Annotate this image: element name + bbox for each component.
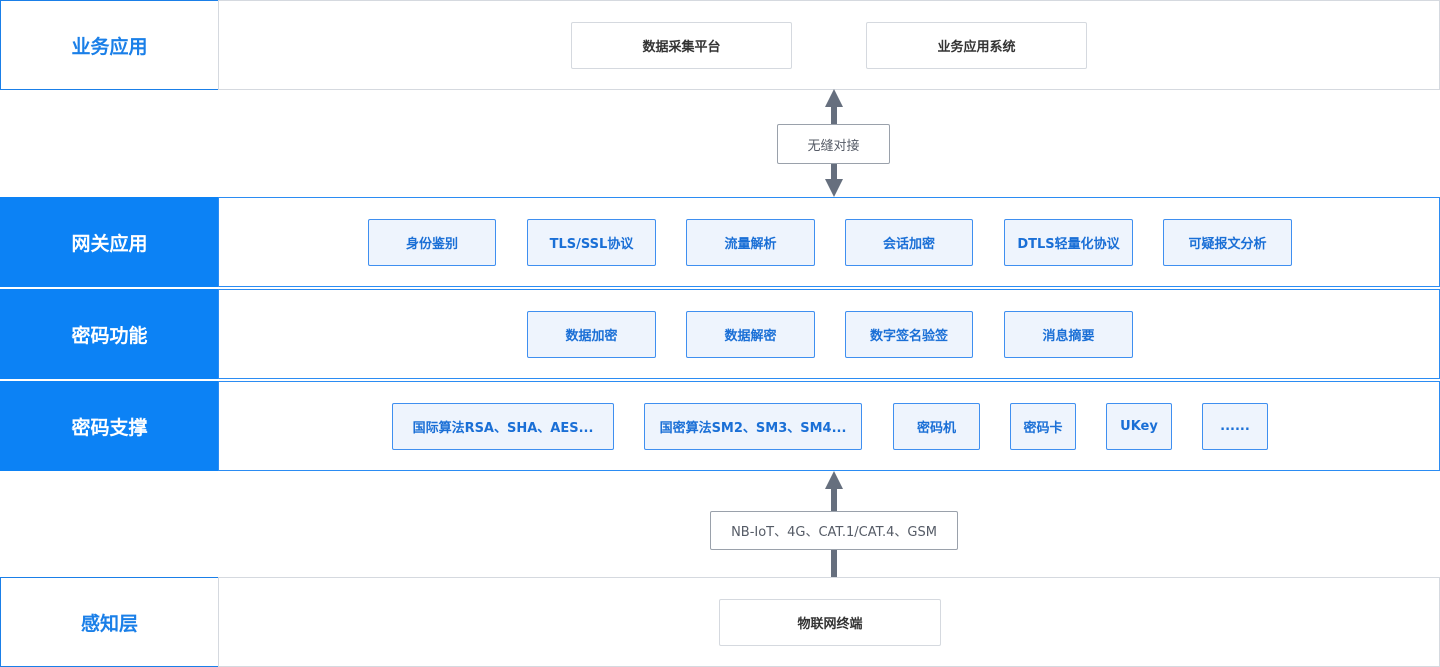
item-data-collection-platform: 数据采集平台	[571, 22, 792, 69]
layer-gateway: 网关应用 身份鉴别 TLS/SSL协议 流量解析 会话加密 DTLS轻量化协议 …	[0, 197, 1440, 287]
item-session-encryption: 会话加密	[845, 219, 973, 266]
layer-label-crypto-function: 密码功能	[0, 289, 219, 379]
item-message-digest: 消息摘要	[1004, 311, 1133, 358]
item-ukey: UKey	[1106, 403, 1172, 450]
arrow-up-head	[825, 471, 843, 489]
layer-content-business: 数据采集平台 业务应用系统	[218, 0, 1440, 90]
item-digital-signature: 数字签名验签	[845, 311, 973, 358]
item-iot-terminal: 物联网终端	[719, 599, 941, 646]
connector-network-protocols: NB-IoT、4G、CAT.1/CAT.4、GSM	[710, 511, 958, 550]
layer-crypto-function: 密码功能 数据加密 数据解密 数字签名验签 消息摘要	[0, 289, 1440, 379]
layer-content-gateway: 身份鉴别 TLS/SSL协议 流量解析 会话加密 DTLS轻量化协议 可疑报文分…	[218, 197, 1440, 287]
connector-seamless-docking: 无缝对接	[777, 124, 890, 164]
layer-label-gateway: 网关应用	[0, 197, 219, 287]
arrow-down-head	[825, 179, 843, 197]
item-business-app-system: 业务应用系统	[866, 22, 1087, 69]
layer-business: 业务应用 数据采集平台 业务应用系统	[0, 0, 1440, 90]
item-suspicious-packet-analysis: 可疑报文分析	[1163, 219, 1292, 266]
layer-label-business: 业务应用	[0, 0, 219, 90]
arrow-up-head	[825, 89, 843, 107]
layer-content-crypto-support: 国际算法RSA、SHA、AES... 国密算法SM2、SM3、SM4... 密码…	[218, 381, 1440, 471]
layer-label-crypto-support: 密码支撑	[0, 381, 219, 471]
layer-label-perception: 感知层	[0, 577, 219, 667]
item-data-encryption: 数据加密	[527, 311, 656, 358]
item-traffic-parsing: 流量解析	[686, 219, 815, 266]
item-dtls-lightweight: DTLS轻量化协议	[1004, 219, 1133, 266]
item-more: ......	[1202, 403, 1268, 450]
layer-content-crypto-function: 数据加密 数据解密 数字签名验签 消息摘要	[218, 289, 1440, 379]
item-data-decryption: 数据解密	[686, 311, 815, 358]
item-crypto-card: 密码卡	[1010, 403, 1076, 450]
layer-content-perception: 物联网终端	[218, 577, 1440, 667]
layer-crypto-support: 密码支撑 国际算法RSA、SHA、AES... 国密算法SM2、SM3、SM4.…	[0, 381, 1440, 471]
item-identity-auth: 身份鉴别	[368, 219, 496, 266]
item-tls-ssl: TLS/SSL协议	[527, 219, 656, 266]
item-national-algorithms: 国密算法SM2、SM3、SM4...	[644, 403, 862, 450]
item-crypto-machine: 密码机	[893, 403, 980, 450]
item-intl-algorithms: 国际算法RSA、SHA、AES...	[392, 403, 614, 450]
layer-perception: 感知层 物联网终端	[0, 577, 1440, 667]
